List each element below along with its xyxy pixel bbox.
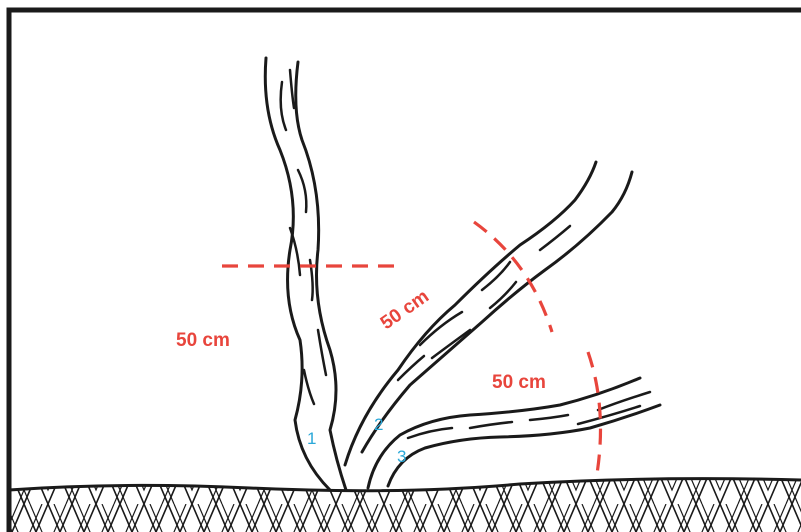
stem-3-cut-arc (588, 352, 601, 480)
stem-2-length-label: 50 cm (377, 286, 433, 334)
stem-1-number: 1 (307, 429, 316, 448)
stem-3-length-label: 50 cm (492, 372, 546, 393)
stem-2-number: 2 (374, 415, 383, 434)
soil-ground (9, 474, 801, 532)
stem-3 (368, 378, 660, 488)
stem-3-number: 3 (397, 447, 406, 466)
stem-1-length-label: 50 cm (176, 330, 230, 351)
stem-1 (265, 58, 346, 490)
